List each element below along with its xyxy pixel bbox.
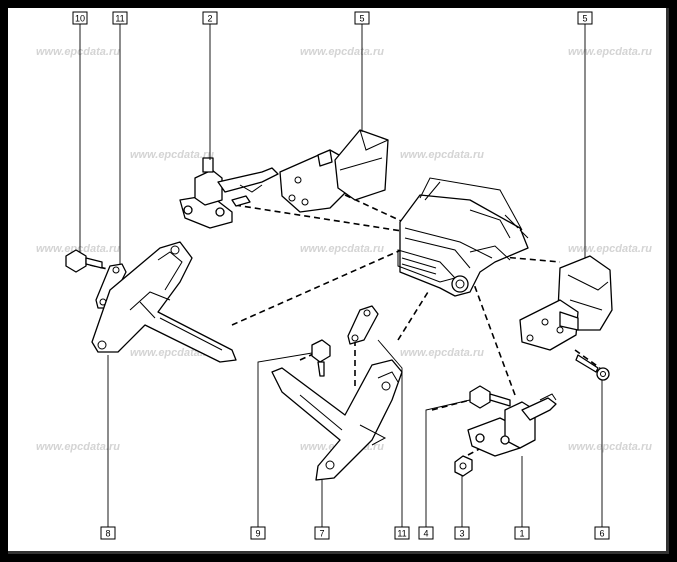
screw-6 bbox=[575, 354, 610, 381]
assembly-line bbox=[234, 204, 409, 233]
hinge-bracket-5-right bbox=[519, 255, 613, 351]
van-body bbox=[397, 177, 529, 297]
watermark: www.epcdata.ru bbox=[568, 46, 652, 58]
hinge-bracket-5-upper bbox=[279, 129, 389, 213]
callout-box: 1 bbox=[514, 526, 530, 540]
callout-label: 4 bbox=[423, 529, 428, 539]
callout-box: 9 bbox=[250, 526, 266, 540]
watermark: www.epcdata.ru bbox=[300, 243, 384, 255]
callout-label: 5 bbox=[359, 14, 364, 24]
callout-boxes: 10 11 2 5 5 8 bbox=[72, 11, 610, 540]
screw-9 bbox=[311, 339, 331, 377]
callout-box: 10 bbox=[72, 11, 88, 25]
watermark: www.epcdata.ru bbox=[568, 441, 652, 453]
watermark: www.epcdata.ru bbox=[400, 347, 484, 359]
callout-label: 3 bbox=[459, 529, 464, 539]
callout-box: 6 bbox=[594, 526, 610, 540]
lower-hinge-1 bbox=[467, 393, 557, 457]
leader-line bbox=[377, 339, 403, 527]
callout-label: 8 bbox=[105, 529, 110, 539]
callout-box: 4 bbox=[418, 526, 434, 540]
watermark: www.epcdata.ru bbox=[36, 243, 120, 255]
watermark: www.epcdata.ru bbox=[130, 347, 214, 359]
callout-label: 6 bbox=[599, 529, 604, 539]
callout-box: 2 bbox=[202, 11, 218, 25]
bolt-4 bbox=[469, 385, 511, 409]
nut-3 bbox=[454, 455, 473, 477]
callout-label: 9 bbox=[255, 529, 260, 539]
watermark: www.epcdata.ru bbox=[568, 243, 652, 255]
leader-line bbox=[257, 352, 313, 527]
callout-box: 3 bbox=[454, 526, 470, 540]
assembly-line bbox=[397, 291, 429, 341]
callout-label: 2 bbox=[207, 14, 212, 24]
watermark: www.epcdata.ru bbox=[130, 149, 214, 161]
watermark: www.epcdata.ru bbox=[400, 149, 484, 161]
plate-11-lower bbox=[347, 305, 379, 345]
assembly-line bbox=[231, 245, 411, 326]
callout-label: 1 bbox=[519, 529, 524, 539]
bracket-7 bbox=[271, 359, 403, 481]
callout-box: 5 bbox=[354, 11, 370, 25]
assembly-line bbox=[574, 349, 601, 369]
callout-leaders bbox=[79, 24, 603, 527]
callout-label: 5 bbox=[582, 14, 587, 24]
callout-label: 10 bbox=[75, 14, 85, 24]
callout-box: 8 bbox=[100, 526, 116, 540]
watermark: www.epcdata.ru bbox=[36, 46, 120, 58]
callout-label: 7 bbox=[319, 529, 324, 539]
watermark-layer: www.epcdata.ru www.epcdata.ru www.epcdat… bbox=[36, 46, 652, 453]
callout-box: 5 bbox=[577, 11, 593, 25]
assembly-line bbox=[467, 267, 516, 396]
callout-box: 7 bbox=[314, 526, 330, 540]
watermark: www.epcdata.ru bbox=[300, 46, 384, 58]
callout-label: 11 bbox=[115, 14, 124, 24]
bracket-8 bbox=[91, 241, 237, 363]
upper-hinge-2 bbox=[179, 157, 279, 229]
bolt-10 bbox=[65, 249, 103, 273]
leader-line bbox=[425, 399, 471, 527]
callout-label: 11 bbox=[397, 529, 406, 539]
watermark: www.epcdata.ru bbox=[36, 441, 120, 453]
callout-box: 11 bbox=[112, 11, 128, 25]
callout-box: 11 bbox=[394, 526, 410, 540]
